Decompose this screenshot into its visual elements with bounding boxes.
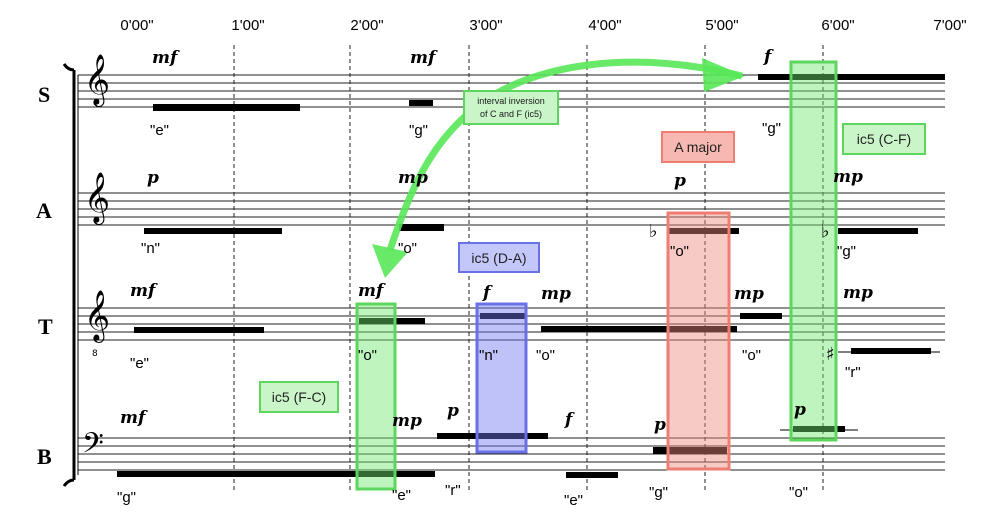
- voice-label-b: B: [37, 444, 52, 469]
- syllable-label: "o": [742, 347, 761, 364]
- syllable-label: "o": [398, 240, 417, 257]
- note-duration-bar: [409, 100, 433, 106]
- staff-lines: [78, 74, 945, 471]
- svg-text:ic5 (D-A): ic5 (D-A): [471, 250, 526, 266]
- syllable-label: "n": [479, 347, 498, 364]
- voice-label-t: T: [38, 314, 53, 339]
- syllable-label: "o": [358, 347, 377, 364]
- time-label-7: 7'00": [933, 17, 966, 34]
- label-ic5-da: ic5 (D-A): [458, 242, 540, 273]
- note-duration-bar: [669, 228, 739, 234]
- svg-text:ic5 (F-C): ic5 (F-C): [272, 389, 326, 405]
- time-label-0: 0'00": [120, 17, 153, 34]
- note-duration-bar: [399, 224, 444, 231]
- syllable-label: "e": [130, 355, 149, 372]
- octave-8-mark: 8: [92, 349, 98, 359]
- syllable-label: "g": [117, 489, 136, 506]
- syllable-label: "g": [409, 122, 428, 139]
- dynamic-marking: mf: [152, 48, 180, 68]
- treble-clef-icon: 𝄞: [84, 54, 110, 107]
- syllable-label: "r": [845, 364, 861, 381]
- dynamic-marking: f: [482, 283, 493, 303]
- syllable-label: "e": [564, 492, 583, 509]
- time-label-3: 3'00": [469, 17, 502, 34]
- note-duration-bar: [134, 327, 264, 333]
- arrowhead-right-icon: [702, 58, 745, 92]
- note-duration-bar: [359, 318, 425, 324]
- svg-text:ic5 (C-F): ic5 (C-F): [857, 131, 911, 147]
- note-duration-bar: [153, 104, 300, 111]
- dynamic-marking: mp: [541, 284, 571, 304]
- dynamic-marking: mp: [392, 411, 422, 431]
- dynamic-marking: p: [674, 171, 686, 191]
- dynamic-marking: mf: [120, 408, 148, 428]
- dynamic-marking: mp: [843, 283, 873, 303]
- dynamic-marking: p: [654, 415, 666, 435]
- note-duration-bar: [566, 472, 618, 478]
- dynamic-marking: mf: [410, 48, 438, 68]
- syllable-label: "g": [649, 484, 668, 501]
- voice-label-a: A: [36, 198, 52, 223]
- time-label-6: 6'00": [821, 17, 854, 34]
- sharp-accidental-icon: ♯: [826, 344, 835, 365]
- voice-label-s: S: [38, 82, 50, 107]
- green-highlight-fc: [355, 302, 397, 491]
- syllable-label: "r": [445, 482, 461, 499]
- time-label-5: 5'00": [705, 17, 738, 34]
- dynamic-marking: mf: [358, 281, 386, 301]
- green-highlight-cf: [789, 60, 838, 442]
- dynamic-marking: f: [763, 47, 774, 67]
- dynamic-marking: p: [447, 401, 459, 421]
- red-highlight-a-major: [666, 211, 731, 471]
- note-duration-bar: [541, 326, 737, 332]
- flat-accidental-icon: ♭: [821, 221, 830, 242]
- note-duration-bar: [144, 228, 282, 234]
- label-ic5-fc: ic5 (F-C): [259, 381, 339, 413]
- arrow-label: interval inversion of C and F (ic5): [463, 90, 559, 125]
- syllable-label: "e": [392, 487, 411, 504]
- note-duration-bar: [758, 74, 945, 80]
- syllable-label: "g": [762, 120, 781, 137]
- svg-text:A major: A major: [674, 139, 722, 155]
- dynamic-marking: p: [147, 168, 159, 188]
- syllable-label: "o": [670, 243, 689, 260]
- note-duration-bar: [793, 426, 845, 432]
- svg-text:of C and F (ic5): of C and F (ic5): [480, 109, 542, 119]
- note-duration-bar: [117, 471, 435, 477]
- time-label-1: 1'00": [231, 17, 264, 34]
- syllable-label: "o": [789, 484, 808, 501]
- treble-clef-icon: 𝄞: [84, 172, 110, 225]
- time-label-4: 4'00": [588, 17, 621, 34]
- system-bracket: [62, 63, 76, 487]
- dynamic-marking: p: [794, 400, 806, 420]
- note-duration-bar: [740, 313, 782, 319]
- blue-highlight-da: [475, 302, 528, 454]
- time-label-2: 2'00": [350, 17, 383, 34]
- label-a-major: A major: [661, 131, 735, 163]
- svg-text:interval inversion: interval inversion: [477, 96, 545, 106]
- syllable-label: "e": [150, 122, 169, 139]
- note-duration-bar: [437, 433, 548, 439]
- dynamic-marking: mp: [833, 167, 863, 187]
- treble-8vb-clef-icon: 𝄞: [84, 290, 110, 343]
- arrowhead-down-icon: [372, 244, 408, 278]
- dynamic-marking: mf: [130, 281, 158, 301]
- syllable-label: "g": [837, 243, 856, 260]
- syllable-label: "n": [141, 240, 160, 257]
- note-duration-bar: [480, 313, 526, 319]
- syllable-label: "o": [536, 347, 555, 364]
- dynamic-marking: mp: [734, 284, 764, 304]
- dynamic-marking: mp: [398, 168, 428, 188]
- bass-clef-icon: 𝄢: [82, 427, 104, 467]
- label-ic5-cf: ic5 (C-F): [842, 123, 926, 155]
- note-duration-bar: [838, 228, 918, 234]
- flat-accidental-icon: ♭: [649, 221, 658, 242]
- note-duration-bar: [851, 348, 931, 354]
- dynamic-marking: f: [564, 410, 575, 430]
- note-duration-bar: [653, 447, 727, 454]
